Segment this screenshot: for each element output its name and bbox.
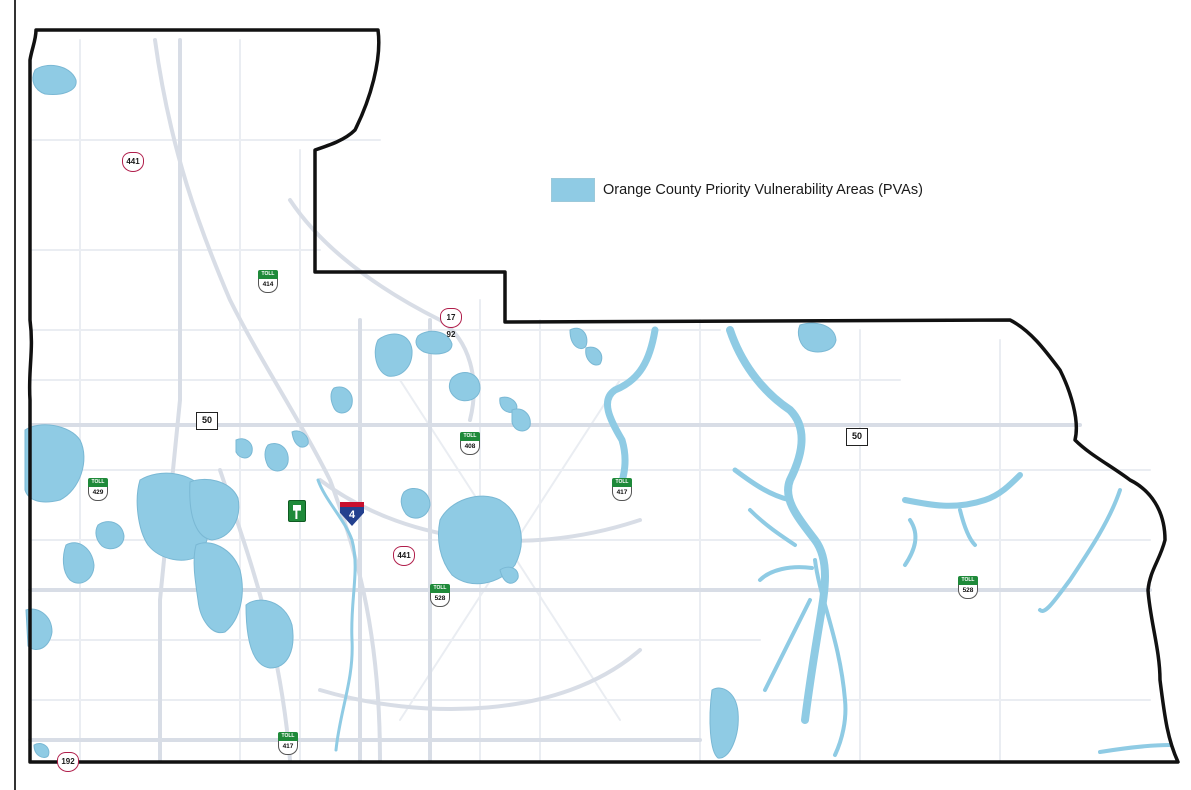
toll-429-shield: TOLL 429 bbox=[88, 478, 108, 502]
pva-lake-west-small-3 bbox=[95, 521, 125, 550]
pva-corridor-east-branch-5 bbox=[758, 565, 814, 582]
pva-lake-south-center-large bbox=[438, 495, 522, 585]
pva-lake-east-small-2 bbox=[585, 346, 603, 366]
toll-528-number-east: 528 bbox=[958, 585, 978, 599]
pva-lake-north-center-1 bbox=[374, 333, 413, 377]
toll-528-shield-east: TOLL 528 bbox=[958, 576, 978, 600]
pva-lake-center-4 bbox=[511, 408, 531, 432]
toll-528-shield: TOLL 528 bbox=[430, 584, 450, 608]
toll-417-shield-east: TOLL 417 bbox=[612, 478, 632, 502]
pva-lake-center-2 bbox=[330, 386, 353, 414]
toll-429-number: 429 bbox=[88, 487, 108, 501]
pva-lake-southwest-corner bbox=[33, 742, 50, 759]
toll-label: TOLL bbox=[430, 584, 450, 593]
county-boundary bbox=[27, 28, 1180, 764]
pva-lake-west-small-1 bbox=[62, 542, 95, 584]
sr-50-shield-east: 50 bbox=[846, 428, 868, 446]
pva-corridor-south-edge bbox=[1098, 743, 1172, 754]
pva-lake-center-5 bbox=[264, 443, 289, 472]
pva-corridor-northeast-fork bbox=[902, 472, 1023, 509]
legend-label: Orange County Priority Vulnerability Are… bbox=[603, 182, 923, 198]
pva-lake-west-small-2 bbox=[25, 608, 53, 650]
pva-corridor-east-branch-3 bbox=[763, 598, 812, 692]
pva-lake-cluster-sw-4 bbox=[245, 599, 294, 669]
pva-lake-west-large bbox=[24, 424, 85, 503]
pva-corridor-west-river bbox=[316, 478, 357, 752]
map-legend: Orange County Priority Vulnerability Are… bbox=[551, 178, 923, 202]
pva-corridor-east-branch-1 bbox=[732, 467, 793, 503]
toll-label: TOLL bbox=[258, 270, 278, 279]
toll-417-shield-south: TOLL 417 bbox=[278, 732, 298, 756]
legend-swatch-pva bbox=[551, 178, 595, 202]
pva-lake-south-center-2 bbox=[400, 488, 431, 519]
road-network bbox=[28, 38, 1152, 762]
toll-528-number: 528 bbox=[430, 593, 450, 607]
toll-label: TOLL bbox=[278, 732, 298, 741]
pva-areas bbox=[24, 64, 837, 759]
toll-label: TOLL bbox=[958, 576, 978, 585]
toll-label: TOLL bbox=[88, 478, 108, 487]
toll-label: TOLL bbox=[460, 432, 480, 441]
pva-corridor-northeast-fork-2 bbox=[903, 518, 918, 567]
us-441-shield-north: 441 bbox=[122, 152, 144, 172]
toll-408-number: 408 bbox=[460, 441, 480, 455]
pva-corridor-east-branch-2 bbox=[813, 558, 848, 757]
pva-corridor-east-main bbox=[726, 326, 829, 724]
toll-417-number-east: 417 bbox=[612, 487, 632, 501]
pva-lake-north-center-2 bbox=[415, 330, 453, 355]
pva-lake-southeast-small bbox=[709, 687, 739, 759]
toll-414-number: 414 bbox=[258, 279, 278, 293]
toll-label: TOLL bbox=[612, 478, 632, 487]
pva-lake-east-small-1 bbox=[569, 327, 588, 350]
pva-lake-center-1 bbox=[448, 372, 481, 402]
pva-lake-cluster-sw-2 bbox=[189, 478, 240, 541]
pva-lake-south-center-3 bbox=[499, 566, 519, 584]
pva-corridors bbox=[316, 326, 1172, 757]
us-441-shield-south: 441 bbox=[393, 546, 415, 566]
us-192-shield: 192 bbox=[57, 752, 79, 772]
toll-408-shield: TOLL 408 bbox=[460, 432, 480, 456]
pva-lake-northwest bbox=[32, 64, 77, 95]
pva-lake-east-north bbox=[797, 322, 837, 353]
us-17-92-shield: 17 92 bbox=[440, 308, 462, 339]
toll-414-shield: TOLL 414 bbox=[258, 270, 278, 294]
pva-corridor-far-east bbox=[1038, 488, 1122, 613]
pva-lake-center-7 bbox=[291, 430, 309, 448]
toll-417-number-south: 417 bbox=[278, 741, 298, 755]
pva-lake-cluster-sw-3 bbox=[193, 542, 243, 634]
florida-turnpike-icon bbox=[288, 500, 306, 522]
page-margin-line bbox=[14, 0, 16, 790]
pva-corridor-northeast-fork-3 bbox=[958, 508, 977, 547]
sr-50-shield-west: 50 bbox=[196, 412, 218, 430]
pva-lake-center-6 bbox=[235, 438, 253, 459]
pva-corridor-econ-north bbox=[603, 326, 659, 494]
pva-corridor-east-branch-4 bbox=[748, 508, 797, 547]
